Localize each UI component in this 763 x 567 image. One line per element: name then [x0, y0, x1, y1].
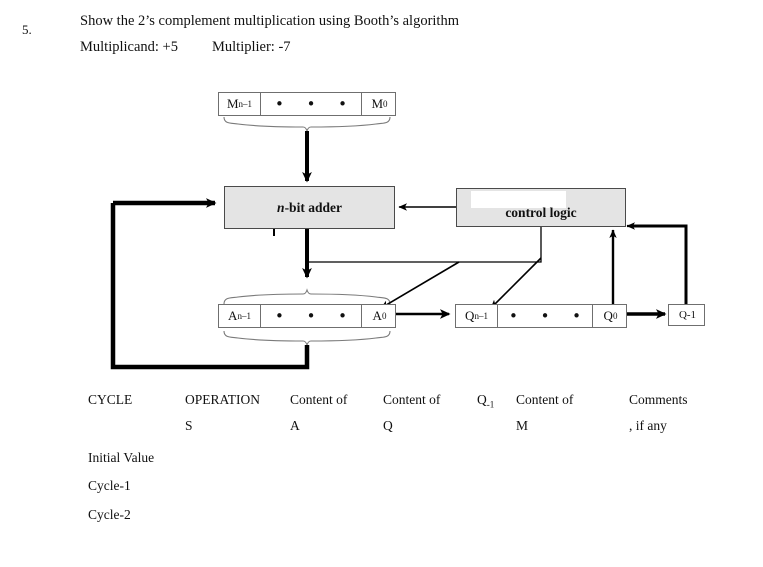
- header-content-a-cont: A: [290, 418, 300, 433]
- question-prompt: Show the 2’s complement multiplication u…: [80, 13, 459, 29]
- question-operands: Multiplicand: +5 Multiplier: -7: [80, 34, 291, 60]
- table-row: Initial Value: [0, 444, 763, 474]
- table-header-line2: S A Q M , if any: [0, 418, 763, 444]
- header-content-q: Content of: [383, 392, 441, 407]
- a-feedback-loop: [110, 203, 310, 370]
- answer-table: CYCLE OPERATION Content of Content of Q-…: [0, 392, 763, 534]
- table-row: Cycle-2: [0, 504, 763, 534]
- diagram-connections: [110, 116, 688, 370]
- header-operation-cont: S: [185, 418, 193, 433]
- n-bit-adder-label: n-bit adder: [277, 200, 342, 216]
- question-number: 5.: [22, 22, 32, 37]
- header-operation: OPERATION: [185, 392, 261, 407]
- table-header-line1: CYCLE OPERATION Content of Content of Q-…: [0, 392, 763, 418]
- control-logic-label: control logic: [505, 205, 577, 220]
- row-cycle-1-cycle: Cycle-1: [88, 478, 131, 493]
- row-cycle-2-cycle: Cycle-2: [88, 507, 131, 522]
- a-register-top-brace: [223, 288, 391, 305]
- q-minus-one-box: Q-1: [668, 304, 705, 326]
- a-low-subscript: 0: [381, 311, 387, 321]
- qminus1-to-control-path: [633, 224, 688, 304]
- shift-control-bus: [307, 227, 542, 263]
- multiplicand-label: Multiplicand: +5: [80, 39, 178, 55]
- header-q-minus-1: Q-1: [477, 392, 495, 410]
- a-register-dots: • • •: [274, 306, 357, 325]
- multiplier-label: Multiplier: -7: [212, 39, 291, 55]
- m-register-brace: [223, 116, 391, 133]
- q-register-dots: • • •: [508, 306, 591, 325]
- adder-n-italic: n: [277, 199, 285, 215]
- erased-text-patch: [471, 191, 566, 208]
- header-content-a: Content of: [290, 392, 348, 407]
- row-initial-value-cycle: Initial Value: [88, 450, 155, 465]
- q-high-subscript: n–1: [474, 311, 488, 321]
- header-q-minus-1-subscript: -1: [486, 399, 495, 410]
- table-row: Cycle-1: [0, 474, 763, 504]
- header-comments: Comments: [629, 392, 688, 407]
- adder-label-rest: -bit adder: [284, 199, 342, 215]
- n-bit-adder-box: n-bit adder: [224, 186, 395, 229]
- a-register-bottom-brace: [223, 330, 391, 347]
- header-comments-cont: , if any: [629, 418, 667, 433]
- header-cycle: CYCLE: [88, 392, 133, 407]
- shift-control-to-a-arrow: [380, 261, 460, 309]
- control-logic-box: control logic: [456, 188, 626, 227]
- a-high-subscript: n–1: [237, 311, 251, 321]
- m-high-subscript: n–1: [238, 99, 253, 109]
- header-content-q-cont: Q: [383, 418, 393, 433]
- m-register-dots: • • •: [274, 94, 357, 113]
- header-content-m-cont: M: [516, 418, 529, 433]
- m-low-subscript: 0: [383, 99, 388, 109]
- header-content-m: Content of: [516, 392, 574, 407]
- shift-control-to-q-arrow: [490, 257, 542, 309]
- q-minus-one-label: Q-1: [678, 309, 697, 321]
- q-low-subscript: 0: [612, 311, 618, 321]
